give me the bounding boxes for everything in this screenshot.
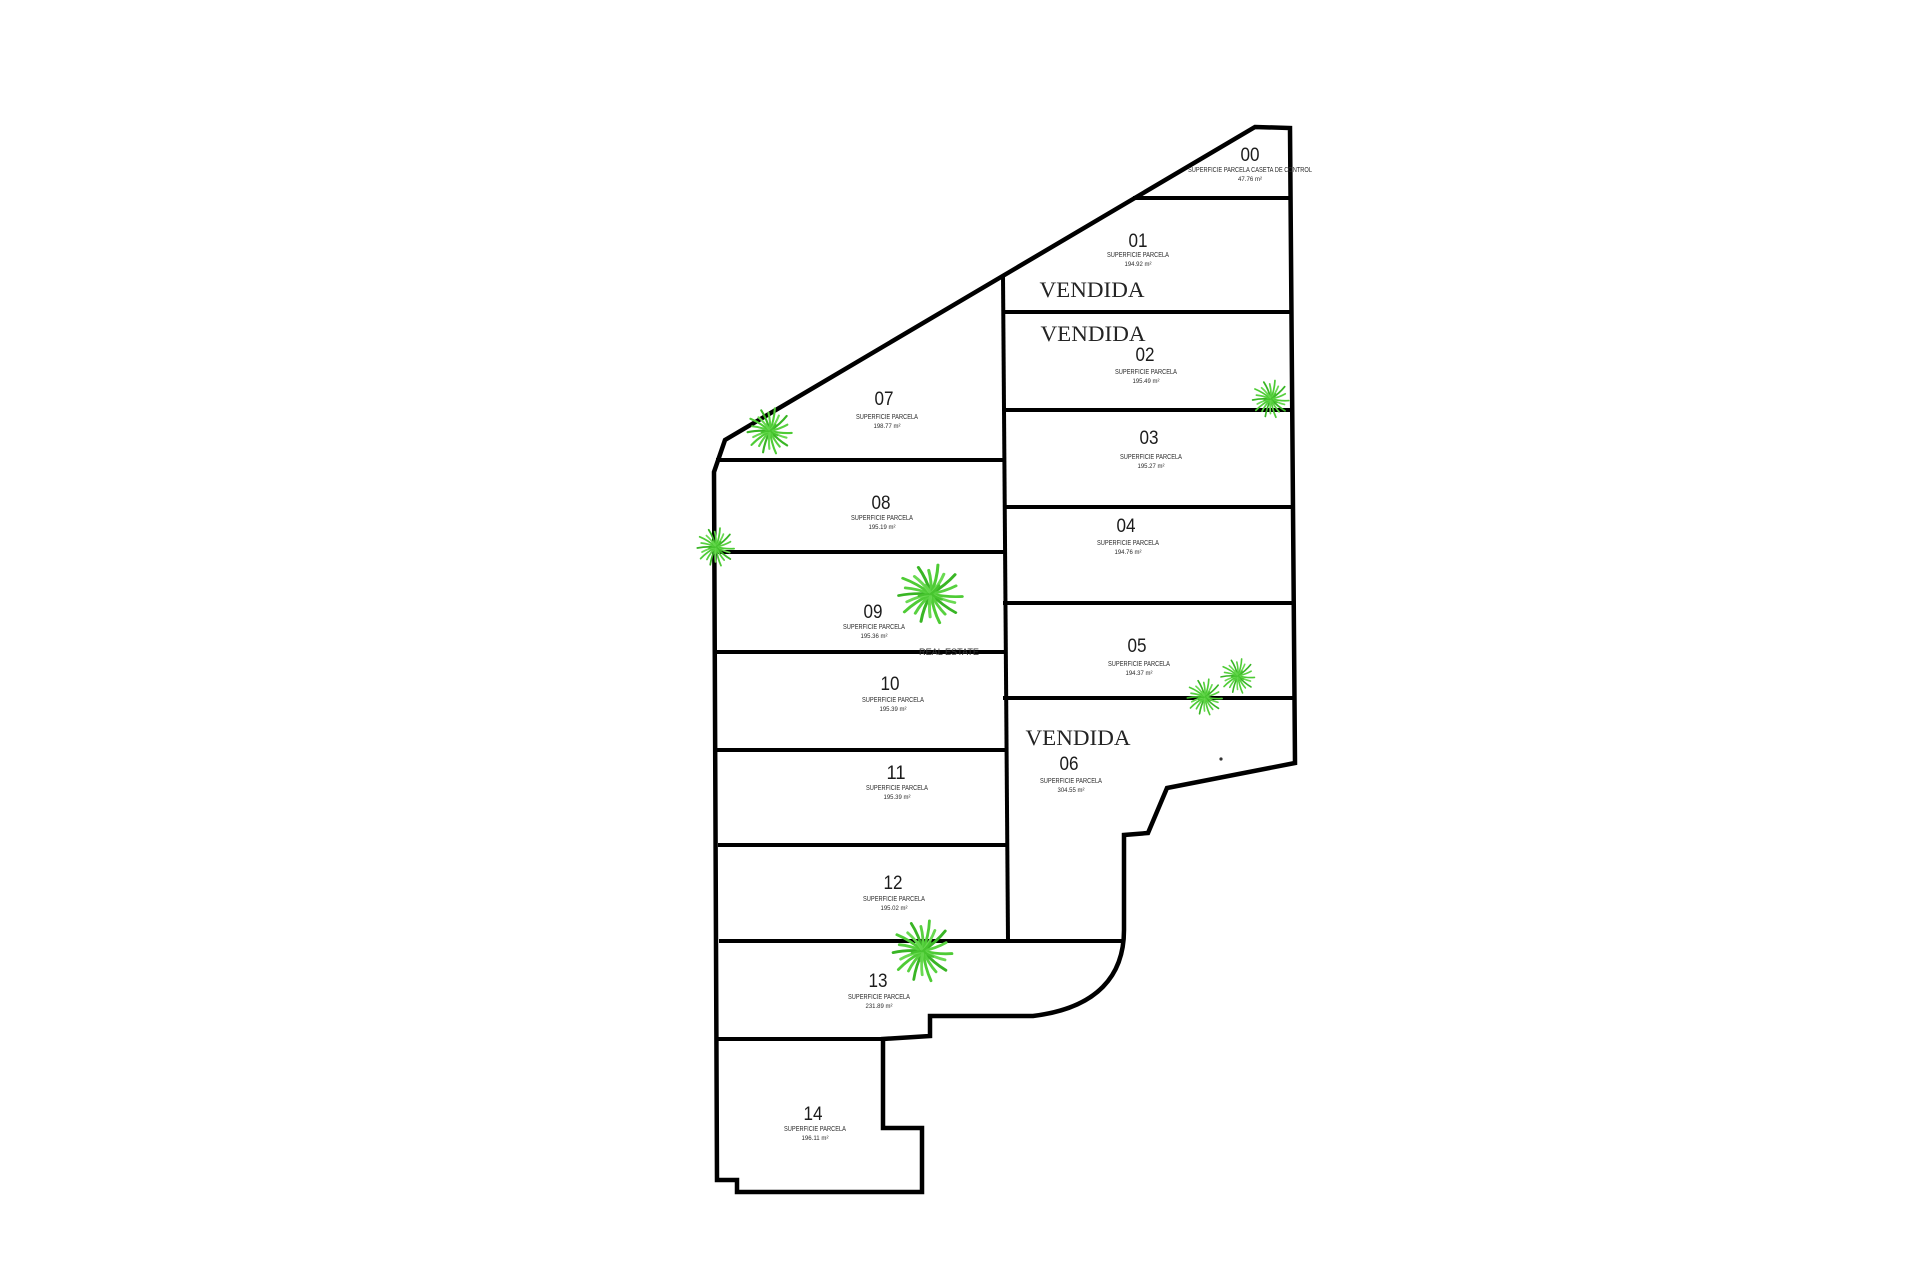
parcel-06: VENDIDA 06 SUPERFICIE PARCELA 304.55 m² (1026, 725, 1131, 794)
parcel-09: 09 SUPERFICIE PARCELA 195.36 m² (843, 602, 905, 640)
parcel-area: 47.76 m² (1238, 176, 1263, 183)
parcel-area: 195.39 m² (884, 794, 912, 801)
parcel-05: 05 SUPERFICIE PARCELA 194.37 m² (1108, 636, 1170, 677)
parcel-number: 10 (881, 674, 900, 695)
parcel-area: 194.76 m² (1115, 549, 1143, 556)
parcel-area: 195.39 m² (880, 706, 908, 713)
parcel-03: 03 SUPERFICIE PARCELA 195.27 m² (1120, 428, 1182, 470)
parcel-desc: SUPERFICIE PARCELA (1115, 367, 1177, 376)
parcel-number: 07 (875, 389, 894, 410)
parcel-area: 304.55 m² (1058, 787, 1086, 794)
parcel-number: 04 (1117, 516, 1136, 537)
parcel-desc: SUPERFICIE PARCELA (1120, 452, 1182, 461)
parcel-desc: SUPERFICIE PARCELA (843, 622, 905, 631)
parcel-number: 03 (1140, 428, 1159, 449)
parcel-11: 11 SUPERFICIE PARCELA 195.39 m² (866, 763, 928, 801)
plant-icon (696, 527, 735, 567)
sold-label: VENDIDA (1026, 725, 1131, 750)
small-dot (1219, 757, 1223, 761)
sold-label: VENDIDA (1041, 321, 1146, 346)
parcel-area: 195.19 m² (869, 524, 897, 531)
watermark: REAL ESTATE (919, 647, 979, 657)
parcel-number: 12 (884, 873, 903, 894)
parcel-number: 11 (887, 763, 906, 784)
parcel-area: 198.77 m² (874, 423, 902, 430)
parcel-area: 195.02 m² (881, 905, 909, 912)
parcel-area: 231.89 m² (866, 1003, 894, 1010)
plant-icon (1220, 658, 1256, 694)
parcel-area: 194.92 m² (1125, 261, 1153, 268)
parcel-number: 02 (1136, 345, 1155, 366)
parcel-12: 12 SUPERFICIE PARCELA 195.02 m² (863, 873, 925, 912)
parcel-area: 194.37 m² (1126, 670, 1154, 677)
parcel-dividers (715, 196, 1295, 1041)
parcel-desc: SUPERFICIE PARCELA CASETA DE CONTROL (1188, 165, 1312, 174)
parcel-13: 13 SUPERFICIE PARCELA 231.89 m² (848, 971, 910, 1010)
parcel-desc: SUPERFICIE PARCELA (851, 513, 913, 522)
parcel-desc: SUPERFICIE PARCELA (1107, 250, 1169, 259)
parcel-04: 04 SUPERFICIE PARCELA 194.76 m² (1097, 516, 1159, 556)
parcel-08: 08 SUPERFICIE PARCELA 195.19 m² (851, 493, 913, 531)
parcel-number: 05 (1128, 636, 1147, 657)
parcel-00: 00 SUPERFICIE PARCELA CASETA DE CONTROL … (1188, 145, 1312, 183)
parcel-10: 10 SUPERFICIE PARCELA 195.39 m² (862, 674, 924, 713)
parcel-area: 195.36 m² (861, 633, 889, 640)
parcel-14: 14 SUPERFICIE PARCELA 196.11 m² (784, 1104, 846, 1142)
plant-icon (897, 563, 964, 625)
plant-icon (746, 407, 793, 455)
parcel-desc: SUPERFICIE PARCELA (866, 783, 928, 792)
parcel-desc: SUPERFICIE PARCELA (784, 1124, 846, 1133)
parcel-number: 13 (869, 971, 888, 992)
plant-icon (891, 919, 954, 983)
parcel-desc: SUPERFICIE PARCELA (1040, 776, 1102, 785)
parcel-01: 01 SUPERFICIE PARCELA 194.92 m² VENDIDA (1040, 231, 1170, 302)
parcel-number: 00 (1241, 145, 1260, 166)
plan-outer-boundary (711, 124, 1298, 1195)
parcel-desc: SUPERFICIE PARCELA (1097, 538, 1159, 547)
parcel-area: 195.49 m² (1133, 378, 1161, 385)
parcel-desc: SUPERFICIE PARCELA (863, 894, 925, 903)
parcel-desc: SUPERFICIE PARCELA (856, 412, 918, 421)
parcel-desc: SUPERFICIE PARCELA (862, 695, 924, 704)
parcel-07: 07 SUPERFICIE PARCELA 198.77 m² (856, 389, 918, 430)
sold-label: VENDIDA (1040, 277, 1145, 302)
parcel-number: 06 (1060, 754, 1079, 775)
parcel-area: 195.27 m² (1138, 463, 1166, 470)
parcel-number: 09 (864, 602, 883, 623)
parcel-number: 14 (804, 1104, 823, 1125)
parcel-number: 01 (1129, 231, 1148, 252)
parcel-area: 196.11 m² (802, 1135, 830, 1142)
parcel-number: 08 (872, 493, 891, 514)
parcel-desc: SUPERFICIE PARCELA (1108, 659, 1170, 668)
parcel-02: VENDIDA 02 SUPERFICIE PARCELA 195.49 m² (1041, 321, 1178, 385)
parcel-desc: SUPERFICIE PARCELA (848, 992, 910, 1001)
